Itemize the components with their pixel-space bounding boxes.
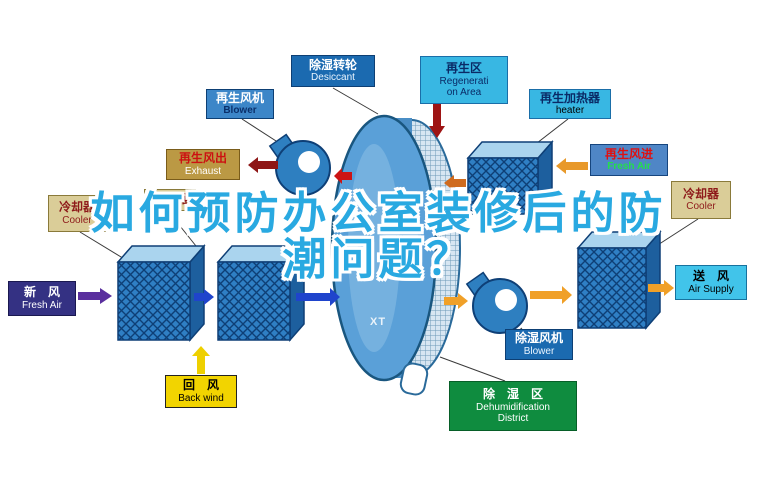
label-regen-blower-en: Blower — [223, 105, 257, 117]
process-fan — [465, 271, 528, 334]
air-handler-unit-left-2 — [216, 244, 306, 342]
label-fresh-air-zh: 新 风 — [23, 285, 60, 300]
label-dehum-district-en1: Dehumidification — [476, 401, 550, 413]
air-handler-unit-right-bottom — [576, 230, 662, 330]
wheel-watermark: XT — [370, 316, 387, 328]
rotary-wheel — [330, 114, 461, 396]
flow-arrows — [78, 104, 674, 374]
regeneration-fan — [268, 133, 331, 196]
label-back-wind: 回 风 Back wind — [165, 375, 237, 408]
label-regen-fresh-air: 再生风进 Fresh Air — [590, 144, 668, 176]
label-regen-area-en1: Regenerati — [439, 75, 489, 87]
label-regen-area-en2: on Area — [446, 86, 482, 98]
label-regen-blower-zh: 再生风机 — [215, 90, 264, 105]
label-dehum-district-zh: 除 湿 区 — [482, 387, 543, 402]
label-fresh-air-en: Fresh Air — [21, 299, 62, 311]
label-heater-zh: 再生加热器 — [539, 90, 600, 105]
exhaust-arrow — [248, 157, 278, 173]
unit1-to-unit2-arrow — [194, 289, 214, 305]
label-cooler-right: 冷却器 Cooler — [671, 181, 731, 219]
label-exhaust: 再生风出 Exhaust — [166, 149, 240, 180]
regen-area-arrow — [429, 104, 445, 138]
label-heater-en: heater — [555, 105, 585, 117]
air-handler-unit-right-top — [466, 140, 554, 216]
page-title-line2: 潮问题？ — [282, 234, 475, 284]
label-exhaust-zh: 再生风出 — [178, 151, 227, 166]
label-regen-fresh-air-zh: 再生风进 — [604, 146, 653, 161]
label-cooler-mid-zh: 冷却器 — [151, 192, 188, 207]
regen-intake-arrow — [556, 158, 588, 174]
fan-to-unit-arrow — [530, 286, 572, 304]
label-air-supply-en: Air Supply — [688, 283, 734, 295]
unit2-to-wheel-arrow — [296, 288, 340, 306]
page-title-line1: 如何预防办公室装修后的防 — [90, 189, 667, 238]
page-title: 如何预防办公室装修后的防 潮问题？ — [0, 191, 757, 283]
label-fresh-air: 新 风 Fresh Air — [8, 281, 76, 316]
label-cooler-left-zh: 冷却器 — [58, 200, 95, 215]
fresh-air-arrow — [78, 288, 112, 304]
label-desiccant-zh: 除湿转轮 — [308, 57, 357, 72]
label-desiccant-en: Desiccant — [311, 72, 355, 84]
wheel-motor — [399, 362, 429, 396]
back-wind-arrow — [192, 346, 210, 374]
label-air-supply-zh: 送 风 — [692, 269, 729, 284]
label-dehum-blower-zh: 除湿风机 — [514, 331, 563, 346]
label-regen-area-zh: 再生区 — [445, 61, 482, 76]
label-exhaust-en: Exhaust — [184, 165, 222, 177]
heater-to-wheel-arrow — [444, 175, 466, 191]
label-regen-blower: 再生风机 Blower — [206, 89, 274, 119]
air-supply-arrow — [648, 280, 674, 296]
label-regen-area: 再生区 Regenerati on Area — [420, 56, 508, 104]
label-cooler-left-en: Cooler — [62, 214, 92, 226]
label-cooler-right-en: Cooler — [686, 201, 716, 213]
label-cooler-mid: 冷却器 — [144, 189, 196, 211]
label-back-wind-en: Back wind — [178, 392, 224, 404]
label-cooler-left: 冷却器 Cooler — [48, 195, 106, 232]
label-regen-fresh-air-en: Fresh Air — [607, 161, 651, 173]
label-desiccant: 除湿转轮 Desiccant — [291, 55, 375, 87]
label-cooler-right-zh: 冷却器 — [682, 186, 719, 201]
label-heater: 再生加热器 heater — [529, 89, 611, 119]
label-dehum-blower: 除湿风机 Blower — [505, 329, 573, 360]
label-air-supply: 送 风 Air Supply — [675, 265, 747, 300]
label-back-wind-zh: 回 风 — [182, 378, 219, 393]
label-dehum-district-en2: District — [497, 412, 529, 424]
label-dehum-blower-en: Blower — [523, 345, 555, 357]
label-dehum-district: 除 湿 区 Dehumidification District — [449, 381, 577, 431]
wheel-to-fan-arrow — [444, 293, 468, 309]
wheel-to-regenfan-arrow — [334, 168, 352, 184]
